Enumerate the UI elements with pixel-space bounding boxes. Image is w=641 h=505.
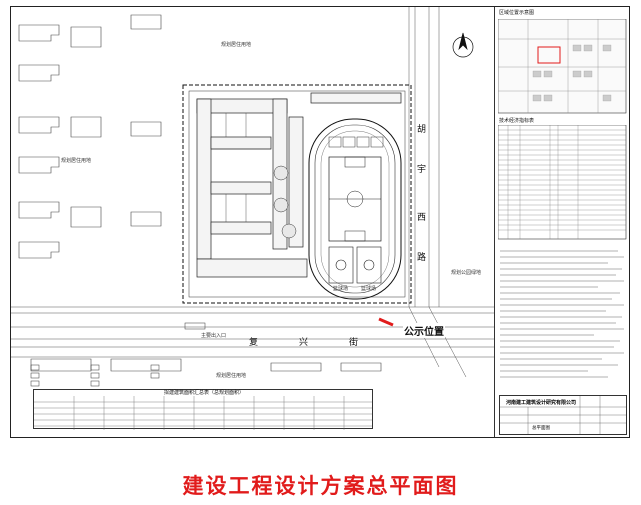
road-east-char-4: 路 — [417, 253, 427, 263]
road-south-char-1: 复 — [249, 338, 259, 348]
area-summary-table-title: 拟建建筑面积汇总表（总规划面积） — [163, 390, 244, 396]
notice-marker — [378, 317, 394, 327]
road-south-char-2: 兴 — [299, 338, 309, 348]
title-block-grid — [500, 396, 626, 434]
location-map-title: 区域位置示意图 — [499, 10, 535, 16]
north-residential-label: 规划居住用地 — [221, 42, 252, 48]
north-arrow-icon — [452, 32, 474, 58]
indicator-table — [498, 125, 627, 240]
road-east-char-3: 西 — [417, 213, 427, 223]
south-residential-label: 规划居住用地 — [216, 373, 247, 379]
road-east-char-1: 胡 — [417, 125, 427, 135]
west-residential-label: 规划居住用地 — [61, 158, 92, 164]
east-park-label: 规划公园绿地 — [451, 270, 482, 276]
company-name: 河南建工建筑设计研究有限公司 — [506, 400, 577, 406]
site-plan-drawing — [11, 7, 494, 387]
drawing-name: 总平面图 — [532, 426, 550, 431]
area-summary-table: 拟建建筑面积汇总表（总规划面积） — [33, 389, 373, 430]
design-notes-text — [500, 250, 624, 378]
road-east-char-2: 宇 — [417, 165, 427, 175]
road-south-char-3: 街 — [349, 338, 359, 348]
title-block: 河南建工建筑设计研究有限公司 总平面图 — [499, 395, 627, 435]
location-map — [498, 19, 627, 114]
drawing-sheet: 规划居住用地 规划居住用地 规划居住用地 规划公园绿地 主要出入口 篮球场 篮球… — [10, 6, 630, 438]
area-summary-grid — [34, 396, 372, 430]
notice-position-label: 公示位置 — [403, 323, 445, 338]
main-entrance-label: 主要出入口 — [201, 333, 227, 339]
page-title: 建设工程设计方案总平面图 — [182, 474, 459, 498]
indicator-table-title: 技术经济指标表 — [499, 118, 535, 124]
right-info-panel: 区域位置示意图 技术经济指标表 — [494, 7, 629, 437]
basketball-court-label-2: 篮球场 — [361, 286, 377, 292]
basketball-court-label-1: 篮球场 — [333, 286, 349, 292]
